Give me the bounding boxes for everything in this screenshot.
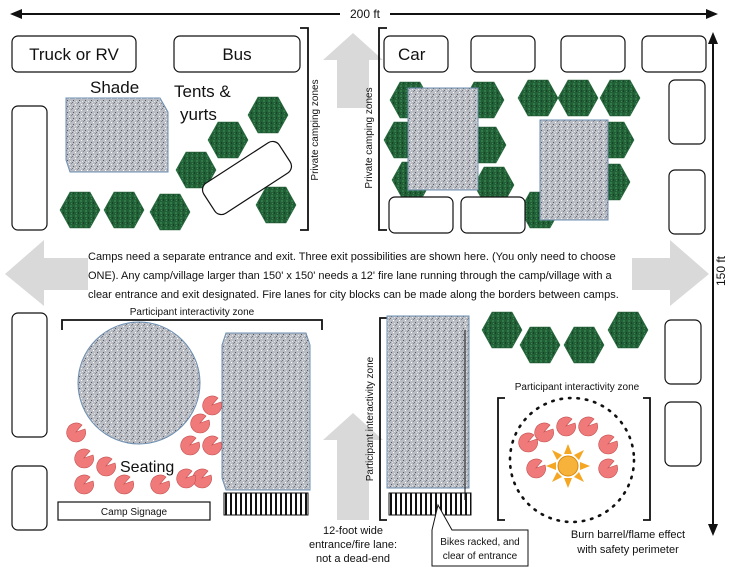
arrow-up-bottom [323, 413, 383, 520]
car-slot-right [664, 401, 702, 467]
bikes-label-line1: Bikes racked, and [440, 537, 520, 548]
car-slot-left [11, 312, 48, 438]
tents-label-line2: yurts [180, 105, 217, 124]
fire-sun-icon [546, 444, 590, 488]
seating-label: Seating [120, 459, 174, 476]
car-box [560, 35, 626, 73]
car-box [460, 196, 526, 234]
truck-rv-label: Truck or RV [29, 45, 119, 64]
width-dimension: 200 ft [10, 5, 718, 23]
interactivity-zone-bracket-vertical [379, 317, 387, 521]
tents-label-line1: Tents & [174, 82, 231, 101]
burn-label-line2: with safety perimeter [576, 544, 679, 556]
interactivity-zone-bracket-right-right [643, 397, 651, 521]
interactivity-zone-label-left: Participant interactivity zone [130, 307, 255, 318]
tent-cluster-bottom-right [481, 311, 649, 364]
entrance-label-line3: not a dead-end [316, 553, 390, 565]
car-box [470, 35, 536, 73]
camp-signage-box [57, 501, 211, 521]
interactivity-zone-label-vertical: Participant interactivity zone [365, 356, 376, 481]
height-label: 150 ft [714, 255, 728, 286]
entrance-label-line2: entrance/fire lane: [309, 539, 397, 551]
arrow-left [5, 240, 88, 306]
bike-rack [388, 492, 472, 516]
shade-structure [65, 97, 169, 173]
car-box [641, 35, 707, 73]
bike-rack [223, 492, 309, 516]
car-slot-right [664, 319, 702, 385]
width-label: 200 ft [350, 7, 381, 21]
shade-structure [386, 315, 470, 489]
bus-parked [201, 140, 293, 216]
shade-structure [221, 332, 311, 491]
private-zone-label-left: Private camping zones [310, 79, 321, 180]
car-slot-right [668, 169, 706, 235]
height-dimension: 150 ft [708, 32, 734, 536]
car-slot-left [11, 465, 48, 531]
private-zone-label-right: Private camping zones [364, 87, 375, 188]
bus-label: Bus [222, 45, 251, 64]
camp-requirements-note: Camps need a separate entrance and exit.… [88, 251, 619, 301]
bus-box [173, 35, 301, 73]
interactivity-zone-label-right: Participant interactivity zone [515, 382, 640, 393]
car-slot-left [11, 105, 48, 231]
private-zone-bracket-left [300, 27, 309, 231]
arrow-up-top [323, 33, 383, 108]
bikes-callout: Bikes racked, and clear of entrance [431, 503, 529, 567]
burn-label-line1: Burn barrel/flame effect [571, 529, 685, 541]
round-shade-structure [77, 321, 201, 445]
car-slot-right [668, 79, 706, 145]
car-label: Car [398, 45, 426, 64]
camp-signage-label: Camp Signage [101, 507, 168, 518]
private-zone-bracket-right [378, 27, 387, 231]
car-box [388, 196, 454, 234]
shade-label: Shade [90, 78, 139, 97]
entrance-label-line1: 12-foot wide [323, 525, 383, 537]
shade-structure [407, 87, 479, 191]
car-box-labeled [383, 35, 449, 73]
shade-structure [539, 119, 609, 221]
truck-rv-box [11, 35, 137, 73]
bikes-label-line2: clear of entrance [443, 551, 518, 562]
safety-perimeter [508, 396, 636, 524]
interactivity-zone-bracket-right-left [497, 397, 505, 521]
interactivity-zone-bracket-left [61, 319, 323, 330]
exit-arrows [5, 33, 709, 520]
arrow-right [632, 240, 709, 306]
